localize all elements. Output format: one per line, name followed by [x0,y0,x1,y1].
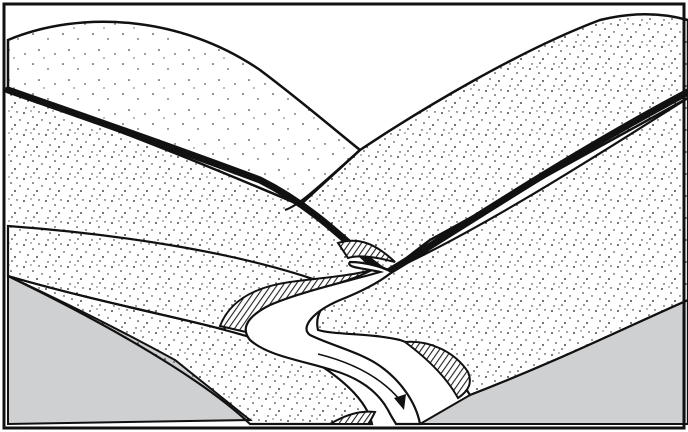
diagram-stage [0,0,688,432]
river-valley-illustration [0,0,688,432]
